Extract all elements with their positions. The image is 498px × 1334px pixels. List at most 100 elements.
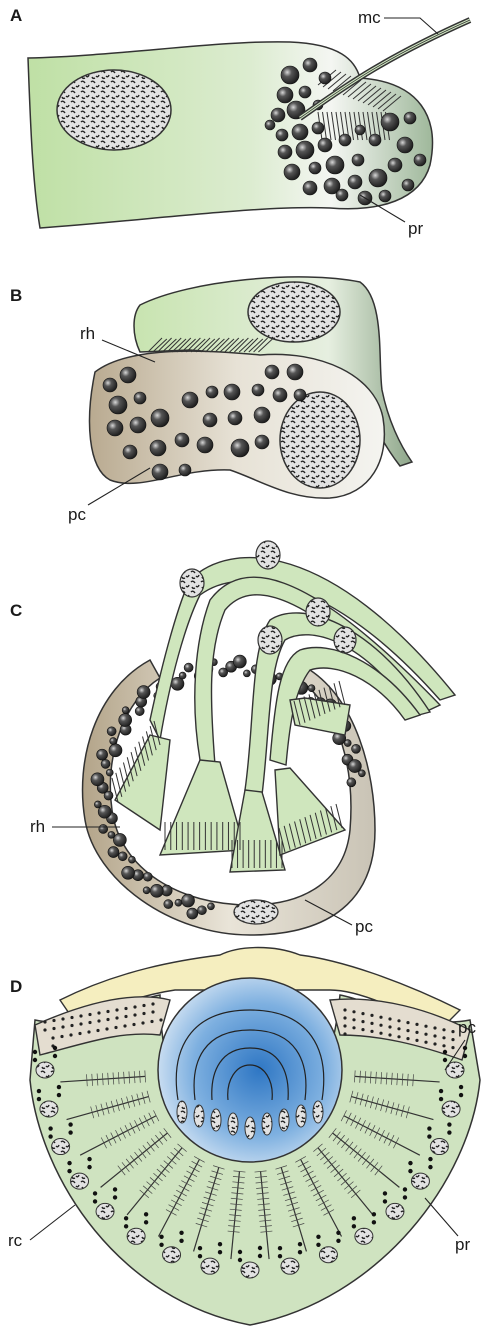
pigment-dot bbox=[408, 1161, 412, 1165]
pigment-granule bbox=[287, 364, 303, 380]
pigment-dot bbox=[113, 1187, 117, 1191]
cell-nucleus bbox=[262, 1113, 272, 1135]
pigment-dot bbox=[53, 1054, 57, 1058]
pigment-granule bbox=[107, 420, 123, 436]
pigment-granule bbox=[347, 778, 356, 787]
pigment-dot bbox=[406, 1021, 409, 1024]
pigment-dot bbox=[316, 1243, 320, 1247]
pigment-dot bbox=[88, 1021, 91, 1024]
pigment-granule bbox=[355, 125, 365, 135]
receptor-nucleus bbox=[281, 1258, 299, 1274]
pigment-granule bbox=[243, 670, 250, 677]
pigment-granule bbox=[175, 433, 189, 447]
pigment-granule bbox=[187, 908, 198, 919]
pigment-granule bbox=[152, 464, 168, 480]
pigment-dot bbox=[451, 1046, 454, 1049]
receptor-nucleus bbox=[96, 1203, 114, 1219]
leader-rc-d bbox=[30, 1205, 75, 1240]
pigment-dot bbox=[397, 1019, 400, 1022]
receptor-nucleus bbox=[127, 1228, 145, 1244]
receptor-nucleus bbox=[36, 1062, 54, 1078]
cell-nucleus bbox=[313, 1101, 323, 1123]
pigment-dot bbox=[87, 1165, 91, 1169]
pigment-granule bbox=[309, 162, 321, 174]
pigment-granule bbox=[108, 847, 119, 858]
pigment-granule bbox=[150, 884, 163, 897]
nucleus-c bbox=[234, 900, 278, 924]
pigment-dot bbox=[415, 1039, 418, 1042]
pigment-dot bbox=[37, 1097, 41, 1101]
pigment-dot bbox=[124, 1216, 128, 1220]
receptor-nucleus bbox=[241, 1262, 259, 1278]
pigment-granule bbox=[358, 770, 365, 777]
pigment-dot bbox=[427, 1134, 431, 1138]
pigment-granule bbox=[103, 378, 117, 392]
pigment-dot bbox=[159, 1243, 163, 1247]
pigment-granule bbox=[97, 749, 108, 760]
pigment-dot bbox=[113, 1195, 117, 1199]
receptor-nucleus bbox=[71, 1173, 89, 1189]
pigment-dot bbox=[408, 1169, 412, 1173]
pigment-dot bbox=[218, 1242, 222, 1246]
pigment-dot bbox=[361, 1028, 364, 1031]
pigment-dot bbox=[428, 1157, 432, 1161]
pigment-granule bbox=[233, 655, 246, 668]
pigment-granule bbox=[255, 435, 269, 449]
pigment-dot bbox=[336, 1239, 340, 1243]
pigment-dot bbox=[352, 1224, 356, 1228]
pigment-granule bbox=[119, 714, 132, 727]
pigment-dot bbox=[316, 1235, 320, 1239]
pigment-dot bbox=[388, 1017, 391, 1020]
pigment-granule bbox=[326, 156, 344, 174]
pigment-granule bbox=[224, 384, 240, 400]
pigment-dot bbox=[67, 1169, 71, 1173]
pigment-granule bbox=[203, 413, 217, 427]
pigment-dot bbox=[388, 1025, 391, 1028]
pigment-granule bbox=[369, 134, 381, 146]
pigment-dot bbox=[67, 1161, 71, 1165]
pigment-dot bbox=[87, 1157, 91, 1161]
pigment-dot bbox=[88, 1013, 91, 1016]
pigment-granule bbox=[137, 686, 150, 699]
pigment-granule bbox=[308, 685, 315, 692]
pigment-dot bbox=[151, 1002, 154, 1005]
pigment-dot bbox=[43, 1020, 46, 1023]
pigment-dot bbox=[424, 1033, 427, 1036]
pigment-dot bbox=[48, 1126, 52, 1130]
pigment-dot bbox=[69, 1033, 72, 1036]
pigment-dot bbox=[96, 1029, 99, 1032]
pigment-dot bbox=[447, 1130, 451, 1134]
pigment-dot bbox=[433, 1042, 436, 1045]
pigment-dot bbox=[388, 1033, 391, 1036]
microvillus bbox=[112, 778, 118, 802]
pigment-dot bbox=[60, 1035, 63, 1038]
cell-nucleus bbox=[194, 1105, 204, 1127]
label-pc-b: pc bbox=[68, 505, 86, 524]
pigment-dot bbox=[433, 1034, 436, 1037]
pigment-dot bbox=[87, 1030, 90, 1033]
label-rc-d: rc bbox=[8, 1231, 23, 1250]
pigment-dot bbox=[37, 1089, 41, 1093]
label-rh-c: rh bbox=[30, 817, 45, 836]
pigment-dot bbox=[79, 1022, 82, 1025]
pigment-granule bbox=[206, 386, 218, 398]
pigment-dot bbox=[124, 1224, 128, 1228]
pigment-dot bbox=[61, 1017, 64, 1020]
pigment-granule bbox=[265, 365, 279, 379]
pigment-granule bbox=[179, 464, 191, 476]
pigment-dot bbox=[93, 1199, 97, 1203]
pigment-granule bbox=[106, 769, 113, 776]
pigment-dot bbox=[114, 1026, 117, 1029]
pigment-dot bbox=[298, 1242, 302, 1246]
pigment-granule bbox=[123, 445, 137, 459]
pigment-granule bbox=[197, 437, 213, 453]
pigment-dot bbox=[150, 1020, 153, 1023]
pigment-dot bbox=[159, 1018, 162, 1021]
pigment-granule bbox=[402, 179, 414, 191]
pigment-granule bbox=[143, 887, 150, 894]
pigment-dot bbox=[383, 1191, 387, 1195]
pigment-granule bbox=[252, 384, 264, 396]
pigment-dot bbox=[33, 1050, 37, 1054]
pigment-dot bbox=[443, 1058, 447, 1062]
